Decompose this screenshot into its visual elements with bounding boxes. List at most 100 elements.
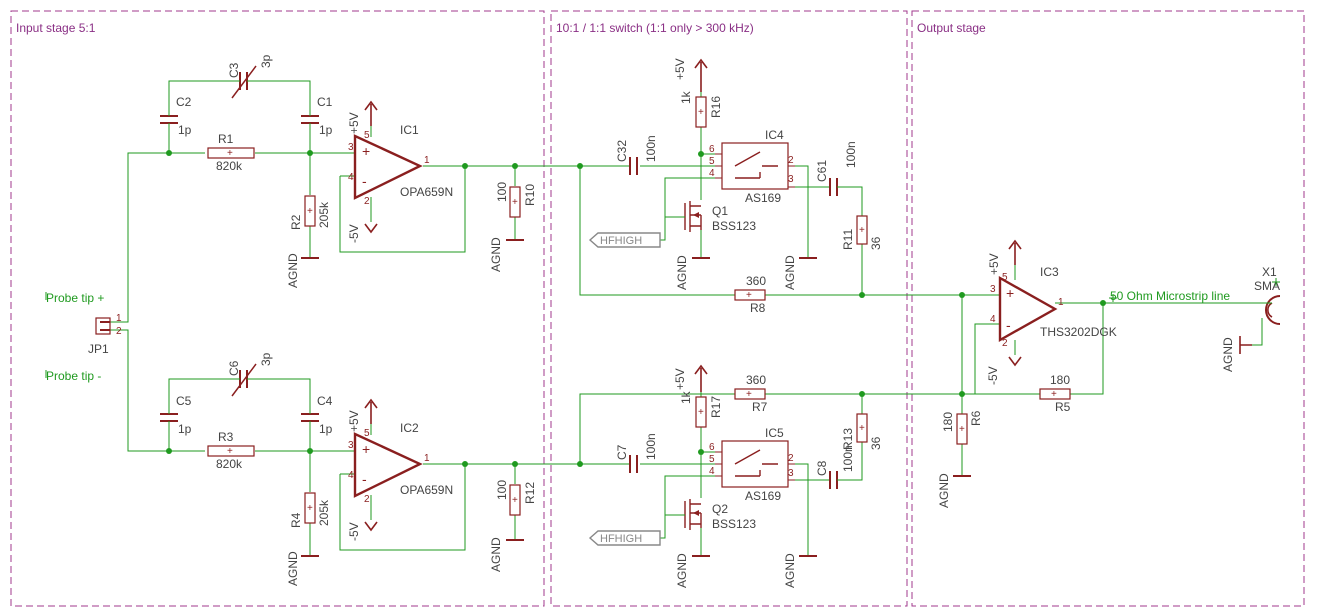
svg-text:100: 100 <box>495 480 509 500</box>
sheet-title-input: Input stage 5:1 <box>16 21 96 35</box>
wires <box>110 80 1263 556</box>
svg-text:Q2: Q2 <box>712 502 728 516</box>
svg-text:AS169: AS169 <box>745 191 781 205</box>
net-marker-plus <box>1109 278 1280 302</box>
svg-text:BSS123: BSS123 <box>712 517 756 531</box>
mosfet-q2: Q2 BSS123 <box>665 499 756 531</box>
cap-c61: C61 100n <box>815 141 858 196</box>
svg-text:205k: 205k <box>317 201 331 228</box>
agnd-r6: AGND <box>937 473 971 508</box>
svg-text:+: + <box>746 389 752 400</box>
resistor-r7: + 360 R7 <box>734 373 768 414</box>
agnd-q1: AGND <box>675 255 710 290</box>
opamp-ic1: + - 3 4 1 5 2 IC1 OPA659N <box>348 123 453 222</box>
svg-text:-5V: -5V <box>986 366 1000 385</box>
resistor-r4: + R4 205k <box>289 492 331 528</box>
svg-text:3: 3 <box>348 142 354 153</box>
svg-text:C2: C2 <box>176 95 192 109</box>
svg-text:1p: 1p <box>178 123 192 137</box>
svg-text:360: 360 <box>746 373 766 387</box>
sheet-frames: Input stage 5:1 10:1 / 1:1 switch (1:1 o… <box>10 10 1305 607</box>
svg-text:5: 5 <box>709 156 715 167</box>
agnd-ic4: AGND <box>783 255 817 290</box>
svg-text:1: 1 <box>116 313 122 324</box>
resistor-r16: + R16 1k <box>679 90 723 128</box>
svg-text:OPA659N: OPA659N <box>400 483 453 497</box>
resistor-r12: + R12 100 <box>495 480 537 516</box>
agnd-x1: AGND <box>1221 336 1252 372</box>
supply-neg-ic1: -5V <box>347 223 378 243</box>
svg-text:+: + <box>227 148 233 159</box>
svg-text:AGND: AGND <box>783 255 797 290</box>
svg-text:+: + <box>307 206 313 217</box>
svg-text:R17: R17 <box>709 396 723 418</box>
svg-text:100n: 100n <box>841 445 855 472</box>
svg-text:THS3202DGK: THS3202DGK <box>1040 325 1117 339</box>
svg-text:1k: 1k <box>679 390 693 404</box>
resistor-r10: + R10 100 <box>495 182 537 218</box>
svg-text:+: + <box>227 446 233 457</box>
svg-text:IC5: IC5 <box>765 426 784 440</box>
supply-pos-r16: +5V <box>673 58 708 92</box>
svg-text:2: 2 <box>364 196 370 207</box>
cap-c5: C5 1p <box>160 394 192 436</box>
svg-text:R12: R12 <box>523 482 537 504</box>
svg-text:X1: X1 <box>1262 265 1277 279</box>
svg-text:1: 1 <box>424 453 430 464</box>
svg-text:+5V: +5V <box>673 368 687 390</box>
svg-text:AGND: AGND <box>286 253 300 288</box>
svg-text:360: 360 <box>746 274 766 288</box>
sheet-title-output: Output stage <box>917 21 986 35</box>
agnd-r4: AGND <box>286 551 319 586</box>
svg-text:1p: 1p <box>319 422 333 436</box>
resistor-r3: + R3 820k <box>207 430 255 471</box>
svg-text:IC2: IC2 <box>400 421 419 435</box>
frame-input-stage <box>10 10 545 607</box>
svg-text:C3: C3 <box>227 62 241 78</box>
sheet-title-switch: 10:1 / 1:1 switch (1:1 only > 300 kHz) <box>556 21 754 35</box>
svg-text:+: + <box>698 107 704 118</box>
svg-text:+: + <box>362 441 370 457</box>
supply-pos-ic3: +5V <box>987 239 1022 275</box>
svg-text:-: - <box>1006 317 1011 333</box>
svg-text:R2: R2 <box>289 214 303 230</box>
net-microstrip: 50 Ohm Microstrip line <box>1110 289 1230 303</box>
svg-text:100: 100 <box>495 182 509 202</box>
svg-text:820k: 820k <box>216 457 243 471</box>
svg-text:205k: 205k <box>317 499 331 526</box>
svg-text:100n: 100n <box>644 135 658 162</box>
svg-text:R5: R5 <box>1055 400 1071 414</box>
svg-text:+: + <box>512 495 518 506</box>
svg-text:5: 5 <box>1002 272 1008 283</box>
svg-text:HFHIGH: HFHIGH <box>600 235 642 247</box>
svg-text:+: + <box>746 290 752 301</box>
svg-text:6: 6 <box>709 442 715 453</box>
agnd-r12: AGND <box>489 537 524 572</box>
svg-text:180: 180 <box>941 412 955 432</box>
opamp-ic2: + - 3 4 1 5 2 IC2 OPA659N <box>348 421 453 520</box>
svg-text:4: 4 <box>709 466 715 477</box>
mosfet-q1: Q1 BSS123 <box>665 201 756 233</box>
svg-text:1: 1 <box>424 155 430 166</box>
svg-text:6: 6 <box>709 144 715 155</box>
trimcap-c3: C3 3p <box>227 54 273 99</box>
supply-pos-ic2: +5V <box>347 398 378 432</box>
svg-text:3: 3 <box>788 468 794 479</box>
svg-text:4: 4 <box>709 168 715 179</box>
svg-text:R7: R7 <box>752 400 768 414</box>
svg-text:R11: R11 <box>841 229 855 250</box>
svg-text:-5V: -5V <box>347 224 361 243</box>
svg-text:R13: R13 <box>841 428 855 450</box>
svg-text:C8: C8 <box>815 460 829 476</box>
svg-text:IC3: IC3 <box>1040 265 1059 279</box>
resistor-r6: + 180 R6 <box>941 410 983 445</box>
svg-text:2: 2 <box>788 155 794 166</box>
resistor-r1: + R1 820k <box>207 132 255 173</box>
svg-text:R8: R8 <box>750 301 766 315</box>
svg-text:R3: R3 <box>218 430 234 444</box>
agnd-q2: AGND <box>675 553 710 588</box>
svg-text:AGND: AGND <box>286 551 300 586</box>
svg-text:AS169: AS169 <box>745 489 781 503</box>
net-probe-tip-plus: Probe tip + <box>46 291 104 305</box>
